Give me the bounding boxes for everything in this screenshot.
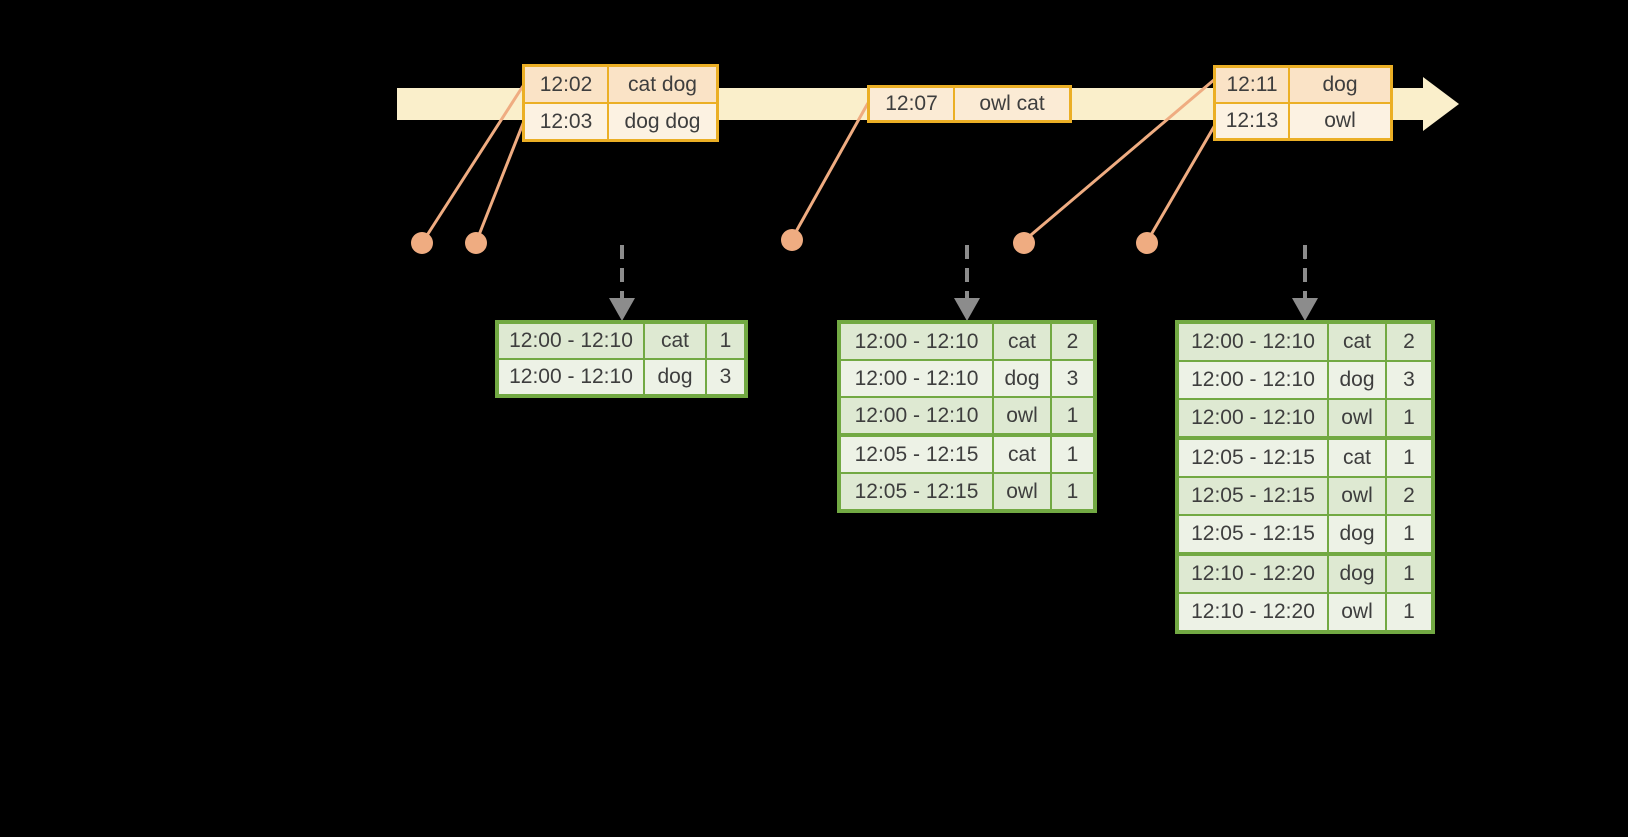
trigger-arrowhead-icon xyxy=(1292,298,1318,321)
count: 1 xyxy=(1050,437,1093,472)
event-time: 12:11 xyxy=(1216,68,1288,102)
word: dog xyxy=(1327,556,1385,592)
event-words: cat dog xyxy=(607,67,716,102)
result-table-2: 12:00 - 12:10 cat 2 12:00 - 12:10 dog 3 … xyxy=(837,320,1097,513)
event-row: 12:03 dog dog xyxy=(525,102,716,139)
count: 2 xyxy=(1385,324,1431,360)
count: 3 xyxy=(1385,362,1431,398)
window-range: 12:00 - 12:10 xyxy=(1179,362,1327,398)
count: 3 xyxy=(705,360,744,394)
window-range: 12:05 - 12:15 xyxy=(1179,478,1327,514)
window-range: 12:00 - 12:10 xyxy=(841,398,992,433)
result-row: 12:00 - 12:10 owl 1 xyxy=(841,396,1093,433)
window-range: 12:10 - 12:20 xyxy=(1179,556,1327,592)
connector-line xyxy=(1146,124,1217,241)
result-row: 12:10 - 12:20 dog 1 xyxy=(1179,552,1431,592)
result-row: 12:00 - 12:10 cat 1 xyxy=(499,324,744,358)
result-row: 12:05 - 12:15 owl 1 xyxy=(841,472,1093,509)
event-row: 12:11 dog xyxy=(1216,68,1390,102)
connector-line xyxy=(422,85,525,241)
event-time: 12:02 xyxy=(525,67,607,102)
window-range: 12:05 - 12:15 xyxy=(1179,516,1327,552)
event-time: 12:07 xyxy=(870,88,953,120)
count: 1 xyxy=(1050,474,1093,509)
event-words: owl xyxy=(1288,104,1390,138)
word: dog xyxy=(992,361,1050,396)
event-table-1: 12:02 cat dog 12:03 dog dog xyxy=(522,64,719,142)
count: 3 xyxy=(1050,361,1093,396)
count: 2 xyxy=(1050,324,1093,359)
trigger-arrowhead-icon xyxy=(954,298,980,321)
word: cat xyxy=(992,324,1050,359)
result-row: 12:05 - 12:15 dog 1 xyxy=(1179,514,1431,552)
window-range: 12:00 - 12:10 xyxy=(841,361,992,396)
event-row: 12:02 cat dog xyxy=(525,67,716,102)
event-dot xyxy=(781,229,803,251)
word: dog xyxy=(643,360,705,394)
word: cat xyxy=(643,324,705,358)
word: owl xyxy=(1327,594,1385,630)
result-row: 12:05 - 12:15 owl 2 xyxy=(1179,476,1431,514)
word: dog xyxy=(1327,362,1385,398)
event-dot xyxy=(1136,232,1158,254)
event-table-2: 12:07 owl cat xyxy=(867,85,1072,123)
result-row: 12:05 - 12:15 cat 1 xyxy=(841,433,1093,472)
word: owl xyxy=(992,398,1050,433)
result-row: 12:00 - 12:10 cat 2 xyxy=(1179,324,1431,360)
result-table-3: 12:00 - 12:10 cat 2 12:00 - 12:10 dog 3 … xyxy=(1175,320,1435,634)
timeline-arrowhead-icon xyxy=(1423,77,1459,131)
result-row: 12:00 - 12:10 owl 1 xyxy=(1179,398,1431,436)
word: cat xyxy=(1327,324,1385,360)
connector-line xyxy=(791,102,870,238)
count: 1 xyxy=(1385,400,1431,436)
result-row: 12:00 - 12:10 dog 3 xyxy=(1179,360,1431,398)
window-range: 12:00 - 12:10 xyxy=(499,360,643,394)
window-range: 12:00 - 12:10 xyxy=(841,324,992,359)
result-row: 12:10 - 12:20 owl 1 xyxy=(1179,592,1431,630)
event-dot xyxy=(465,232,487,254)
event-row: 12:07 owl cat xyxy=(870,88,1069,120)
window-range: 12:00 - 12:10 xyxy=(499,324,643,358)
count: 1 xyxy=(1385,440,1431,476)
count: 2 xyxy=(1385,478,1431,514)
event-time: 12:13 xyxy=(1216,104,1288,138)
result-row: 12:05 - 12:15 cat 1 xyxy=(1179,436,1431,476)
event-table-3: 12:11 dog 12:13 owl xyxy=(1213,65,1393,141)
connector-line xyxy=(1024,77,1216,242)
result-row: 12:00 - 12:10 cat 2 xyxy=(841,324,1093,359)
word: owl xyxy=(992,474,1050,509)
window-range: 12:05 - 12:15 xyxy=(841,437,992,472)
trigger-arrowhead-icon xyxy=(609,298,635,321)
event-row: 12:13 owl xyxy=(1216,102,1390,138)
event-time: 12:03 xyxy=(525,104,607,139)
window-range: 12:10 - 12:20 xyxy=(1179,594,1327,630)
window-range: 12:00 - 12:10 xyxy=(1179,400,1327,436)
result-row: 12:00 - 12:10 dog 3 xyxy=(499,358,744,394)
count: 1 xyxy=(1050,398,1093,433)
word: owl xyxy=(1327,478,1385,514)
count: 1 xyxy=(705,324,744,358)
event-words: owl cat xyxy=(953,88,1069,120)
word: cat xyxy=(992,437,1050,472)
count: 1 xyxy=(1385,594,1431,630)
word: cat xyxy=(1327,440,1385,476)
window-range: 12:00 - 12:10 xyxy=(1179,324,1327,360)
event-dot xyxy=(411,232,433,254)
word: dog xyxy=(1327,516,1385,552)
result-table-1: 12:00 - 12:10 cat 1 12:00 - 12:10 dog 3 xyxy=(495,320,748,398)
event-dot xyxy=(1013,232,1035,254)
connector-line xyxy=(475,120,526,241)
result-row: 12:00 - 12:10 dog 3 xyxy=(841,359,1093,396)
count: 1 xyxy=(1385,556,1431,592)
event-words: dog dog xyxy=(607,104,716,139)
event-words: dog xyxy=(1288,68,1390,102)
count: 1 xyxy=(1385,516,1431,552)
window-range: 12:05 - 12:15 xyxy=(841,474,992,509)
window-range: 12:05 - 12:15 xyxy=(1179,440,1327,476)
word: owl xyxy=(1327,400,1385,436)
